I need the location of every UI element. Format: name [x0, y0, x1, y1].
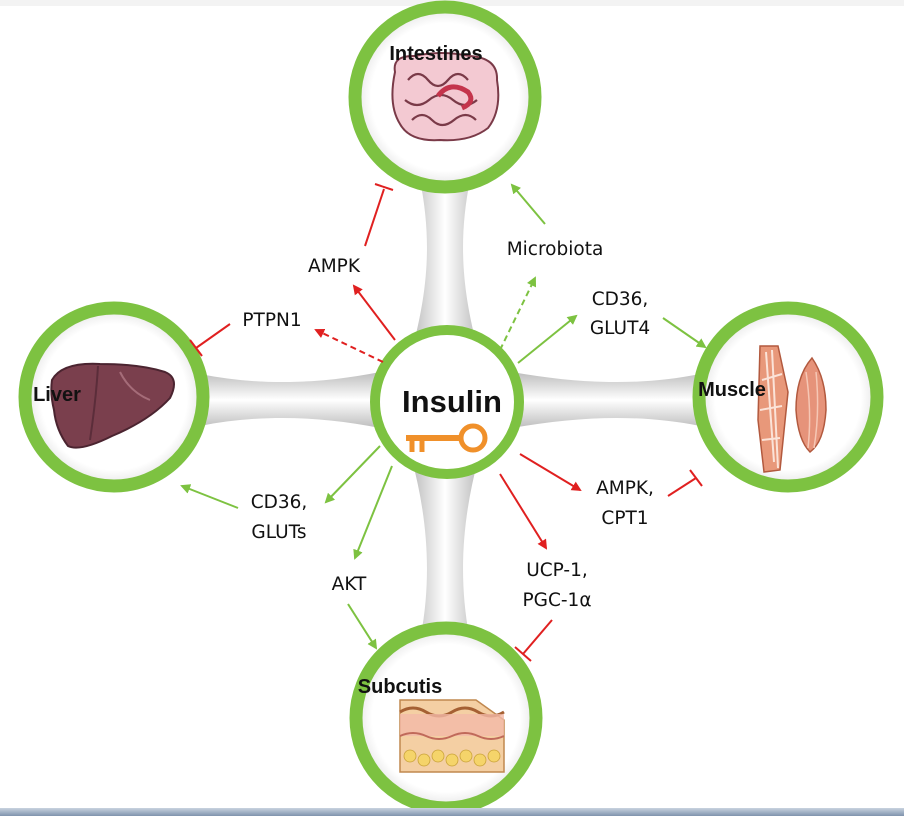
connector-top — [412, 180, 478, 350]
arrow-akt-to-subcutis — [347, 603, 378, 650]
arrow-insulin-to-ampk-cpt1 — [519, 453, 582, 492]
inhibit-ucp1-subcutis — [522, 619, 553, 655]
pathway-labels: AMPK Microbiota PTPN1 CD36, GLUT4 CD36, … — [242, 239, 654, 611]
label-ampk-cpt1-line1: AMPK, — [596, 478, 654, 499]
label-ampk: AMPK — [308, 256, 361, 277]
label-ucp1-pgc1a-line2: PGC-1α — [522, 590, 591, 611]
muscle-title: Muscle — [698, 379, 766, 401]
bottom-border — [0, 808, 904, 816]
inhibit-bar-intestines — [374, 183, 394, 191]
arrow-insulin-to-cd36-gluts — [324, 445, 381, 504]
connector-bottom — [412, 460, 478, 640]
label-akt: AKT — [332, 574, 367, 595]
arrow-insulin-to-akt — [353, 465, 393, 560]
inhibit-bar-subcutis — [514, 646, 532, 662]
inhibit-ampk-cpt1-muscle — [667, 477, 697, 497]
arrow-insulin-to-ptpn1 — [314, 328, 384, 363]
arrow-insulin-to-ampk — [352, 284, 396, 341]
arrow-cd36-glut4-to-muscle — [662, 317, 707, 349]
key-icon — [406, 423, 488, 453]
label-cd36-gluts-line1: CD36, — [251, 492, 308, 513]
arrow-insulin-to-cd36-glut4 — [517, 314, 578, 364]
intestines-icon — [391, 52, 500, 142]
inhibit-bar-muscle — [689, 469, 703, 487]
muscle-icon — [757, 345, 827, 473]
liver-icon — [50, 362, 175, 449]
label-ptpn1: PTPN1 — [242, 310, 301, 331]
inhibit-bar-liver — [189, 339, 203, 357]
subcutis-title: Subcutis — [358, 676, 442, 698]
connector-right — [512, 372, 700, 428]
liver-title: Liver — [33, 384, 81, 406]
insulin-title: Insulin — [402, 384, 502, 419]
label-ampk-cpt1-line2: CPT1 — [601, 508, 648, 529]
inhibit-ampk-intestines — [364, 188, 385, 247]
subcutis-node: Subcutis — [349, 621, 543, 815]
inhibit-ptpn1-liver — [195, 323, 231, 349]
label-cd36-gluts-line2: GLUTs — [251, 522, 306, 543]
skin-layers-icon — [399, 699, 505, 773]
label-cd36-glut4-line2: GLUT4 — [590, 318, 650, 339]
label-cd36-glut4-line1: CD36, — [592, 289, 649, 310]
arrow-microbiota-to-intestines — [510, 183, 546, 225]
insulin-node: Insulin — [370, 325, 524, 479]
liver-node: Liver — [18, 301, 210, 493]
label-microbiota: Microbiota — [507, 239, 604, 260]
muscle-node: Muscle — [692, 301, 884, 493]
pathway-arrows — [180, 183, 707, 662]
connectors — [200, 180, 700, 640]
arrow-insulin-to-ucp1 — [499, 473, 548, 550]
connector-left — [200, 372, 380, 428]
arrow-insulin-to-microbiota — [499, 276, 536, 351]
label-ucp1-pgc1a-line1: UCP-1, — [526, 560, 588, 581]
intestines-node: Intestines — [348, 0, 542, 194]
arrow-cd36-gluts-to-liver — [180, 484, 239, 509]
intestines-title: Intestines — [389, 43, 482, 65]
